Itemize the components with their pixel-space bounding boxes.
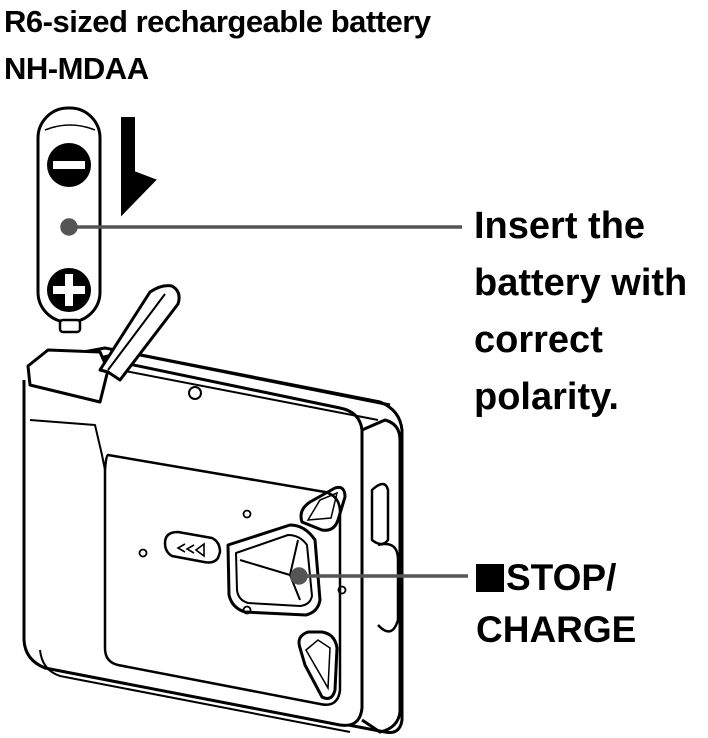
title-line-1: R6-sized rechargeable battery [4,6,431,37]
cassette-player-body [24,348,402,733]
charge-label: CHARGE [476,604,636,656]
down-arrow-icon [122,118,155,214]
callout-line: correct [474,312,687,369]
stop-charge-callout: STOP/ CHARGE [476,552,636,656]
callout-line: Insert the [474,198,687,255]
insert-battery-callout: Insert the battery with correct polarity… [474,198,687,426]
callout-line: battery with [474,255,687,312]
title-line-2: NH-MDAA [4,53,149,84]
callout-line: polarity. [474,369,687,426]
stop-label: STOP/ [506,557,616,598]
stop-square-icon [476,564,504,592]
